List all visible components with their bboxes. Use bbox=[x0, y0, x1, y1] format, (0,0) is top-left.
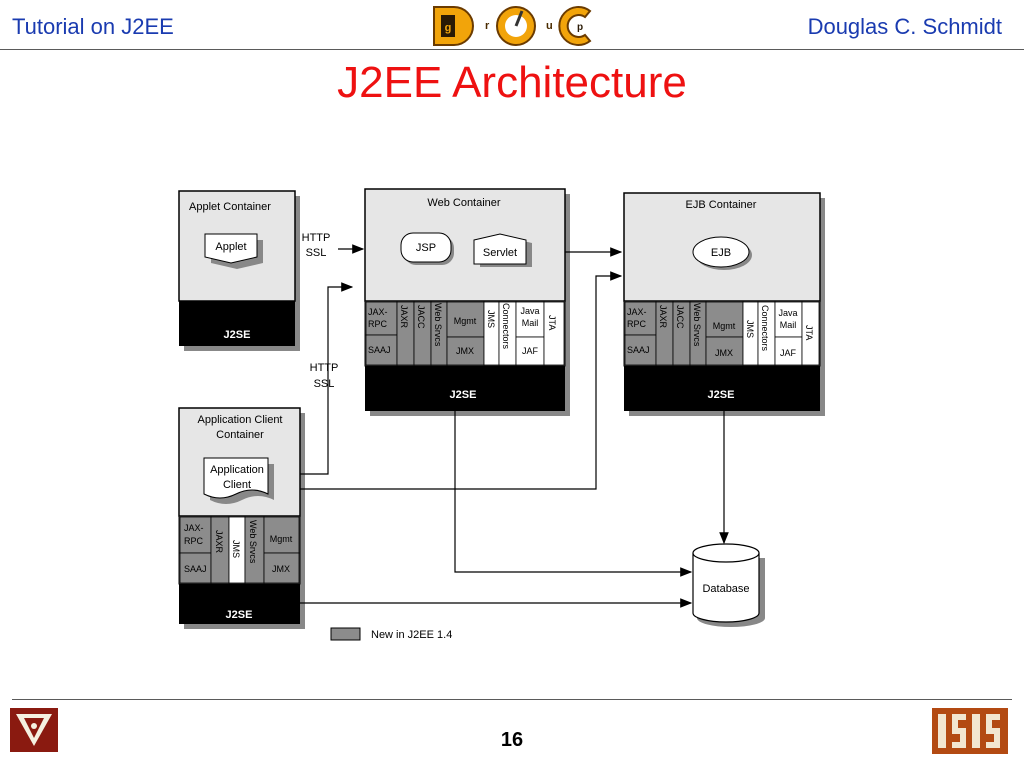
arrow-appclient-to-web bbox=[300, 282, 354, 475]
svg-text:JAX-: JAX- bbox=[627, 307, 647, 317]
web-j2se-label: J2SE bbox=[450, 389, 477, 401]
svg-text:Client: Client bbox=[223, 479, 251, 491]
svg-text:u: u bbox=[546, 20, 553, 32]
web-container-title: Web Container bbox=[427, 197, 501, 209]
svg-text:Mgmt: Mgmt bbox=[454, 316, 477, 326]
protocol-top-http: HTTP bbox=[302, 232, 331, 244]
legend-swatch bbox=[330, 627, 361, 641]
svg-text:RPC: RPC bbox=[184, 536, 204, 546]
applet-container: Applet Container Applet J2SE bbox=[178, 190, 300, 351]
jsp-component: JSP bbox=[400, 232, 454, 265]
svg-text:Mgmt: Mgmt bbox=[713, 321, 736, 331]
legend-label: New in J2EE 1.4 bbox=[371, 629, 452, 641]
svg-text:Java: Java bbox=[778, 308, 797, 318]
svg-text:JMX: JMX bbox=[715, 348, 733, 358]
svg-text:Mail: Mail bbox=[522, 318, 539, 328]
ejb-container-title: EJB Container bbox=[686, 199, 757, 211]
svg-text:Application Client: Application Client bbox=[198, 414, 283, 426]
svg-text:JMS: JMS bbox=[486, 310, 496, 328]
svg-text:JAF: JAF bbox=[522, 346, 539, 356]
protocol-top-ssl: SSL bbox=[306, 247, 327, 259]
svg-text:p: p bbox=[577, 22, 583, 33]
svg-text:JAXR: JAXR bbox=[658, 305, 668, 329]
header-course-title: Tutorial on J2EE bbox=[12, 14, 174, 39]
svg-text:g: g bbox=[445, 22, 452, 34]
vanderbilt-logo bbox=[10, 708, 58, 757]
header-author: Douglas C. Schmidt bbox=[807, 14, 1002, 39]
j2ee-architecture-diagram: Applet Container Applet J2SE HTTP SSL We… bbox=[178, 188, 825, 641]
ejb-j2se-label: J2SE bbox=[708, 389, 735, 401]
svg-text:JMX: JMX bbox=[456, 346, 474, 356]
database-cylinder: Database bbox=[692, 543, 765, 627]
svg-text:Mgmt: Mgmt bbox=[270, 534, 293, 544]
svg-text:Mail: Mail bbox=[780, 320, 797, 330]
svg-text:JTA: JTA bbox=[804, 325, 814, 340]
svg-text:Web Srvcs: Web Srvcs bbox=[692, 303, 702, 347]
application-client-component: Application Client bbox=[203, 457, 274, 504]
legend: New in J2EE 1.4 bbox=[330, 627, 452, 641]
applet-label: Applet bbox=[215, 241, 246, 253]
applet-component: Applet bbox=[204, 233, 263, 269]
svg-text:JACC: JACC bbox=[675, 305, 685, 329]
database-label: Database bbox=[702, 583, 749, 595]
protocol-mid-ssl: SSL bbox=[314, 378, 335, 390]
header-divider bbox=[0, 49, 1024, 50]
svg-text:Servlet: Servlet bbox=[483, 247, 517, 259]
svg-text:Connectors: Connectors bbox=[501, 303, 511, 350]
svg-text:JMX: JMX bbox=[272, 564, 290, 574]
svg-text:Web Srvcs: Web Srvcs bbox=[433, 303, 443, 347]
servlet-component: Servlet bbox=[473, 233, 532, 267]
arrow-web-to-database bbox=[454, 411, 693, 577]
svg-text:RPC: RPC bbox=[627, 319, 647, 329]
svg-text:Application: Application bbox=[210, 464, 264, 476]
doc-group-logo: g r u p bbox=[432, 3, 592, 54]
ejb-container: EJB Container EJB JAX- RPC SAAJ JAXR JAC… bbox=[623, 192, 825, 416]
footer-divider bbox=[12, 699, 1012, 700]
ejb-component: EJB bbox=[692, 236, 752, 270]
svg-text:Web Srvcs: Web Srvcs bbox=[248, 520, 258, 564]
svg-text:JSP: JSP bbox=[416, 242, 436, 254]
applet-j2se-label: J2SE bbox=[224, 329, 251, 341]
svg-text:SAAJ: SAAJ bbox=[368, 345, 391, 355]
app-client-j2se-label: J2SE bbox=[226, 609, 253, 621]
svg-text:JTA: JTA bbox=[547, 315, 557, 330]
svg-text:JAX-: JAX- bbox=[184, 523, 204, 533]
svg-text:JMS: JMS bbox=[231, 540, 241, 558]
svg-text:RPC: RPC bbox=[368, 319, 388, 329]
applet-container-title: Applet Container bbox=[189, 201, 271, 213]
svg-text:JAXR: JAXR bbox=[399, 305, 409, 329]
svg-text:JAXR: JAXR bbox=[214, 530, 224, 554]
page-number: 16 bbox=[500, 729, 524, 751]
svg-text:SAAJ: SAAJ bbox=[627, 345, 650, 355]
slide-title: J2EE Architecture bbox=[337, 58, 687, 107]
svg-text:r: r bbox=[485, 20, 490, 32]
web-container: Web Container JSP Servlet JAX- RPC SAAJ … bbox=[364, 188, 570, 416]
protocol-mid-http: HTTP bbox=[310, 362, 339, 374]
isis-logo bbox=[932, 708, 1008, 759]
svg-text:JAX-: JAX- bbox=[368, 307, 388, 317]
arrow-appclient-to-ejb bbox=[300, 271, 623, 490]
svg-text:JAF: JAF bbox=[780, 348, 797, 358]
app-client-container: Application Client Container Application… bbox=[178, 407, 305, 629]
svg-text:Container: Container bbox=[216, 429, 264, 441]
svg-text:Connectors: Connectors bbox=[760, 305, 770, 352]
svg-text:SAAJ: SAAJ bbox=[184, 564, 207, 574]
svg-text:JMS: JMS bbox=[745, 320, 755, 338]
svg-text:Java: Java bbox=[520, 306, 539, 316]
svg-text:JACC: JACC bbox=[416, 305, 426, 329]
svg-text:EJB: EJB bbox=[711, 247, 731, 259]
